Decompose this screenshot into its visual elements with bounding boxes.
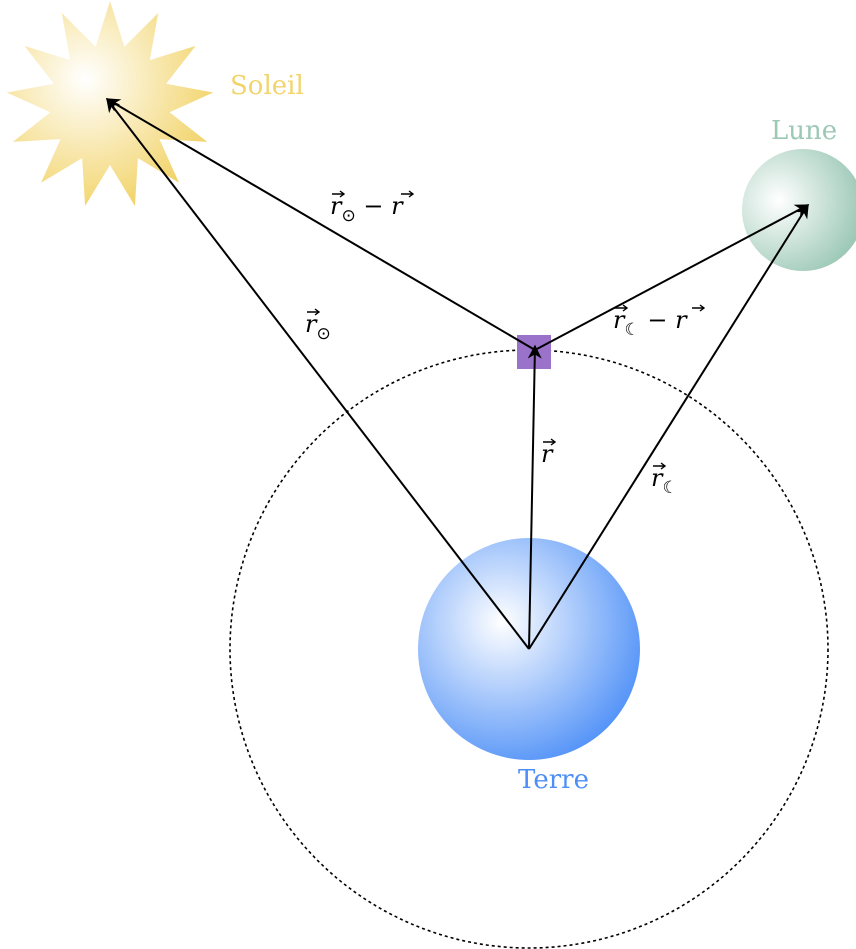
svg-text:r☾: r☾ <box>651 464 678 498</box>
earth-label: Terre <box>518 765 589 795</box>
over-arrow-r-sun <box>307 308 321 316</box>
vector-r-moon-arrow <box>528 203 809 650</box>
vector-over-arrows <box>307 190 706 470</box>
over-arrow-r-moon <box>653 462 667 470</box>
label-r-sun-minus-r: r⊙ − r <box>330 192 404 226</box>
label-r: r <box>541 440 554 468</box>
vector-r-arrow <box>527 344 542 650</box>
vector-r-moon-minus-r-arrow <box>534 204 810 351</box>
vector-r-sun-minus-r-arrow <box>105 98 536 351</box>
over-arrow-r-moon-minus-r-a <box>615 304 629 312</box>
moon-label: Lune <box>771 116 837 146</box>
over-arrow-r <box>543 438 557 446</box>
svg-text:r⊙: r⊙ <box>305 310 331 344</box>
svg-text:r: r <box>541 440 554 468</box>
label-r-sun: r⊙ <box>305 310 331 344</box>
sun-label: Soleil <box>230 71 304 101</box>
orbit-circle <box>229 349 829 949</box>
svg-text:r⊙ − r: r⊙ − r <box>330 192 404 226</box>
label-r-moon: r☾ <box>651 464 678 498</box>
label-r-moon-minus-r: r☾ − r <box>613 306 688 340</box>
over-arrow-r-sun-minus-r-a <box>332 190 346 198</box>
svg-text:r☾ − r: r☾ − r <box>613 306 688 340</box>
vector-r-sun-arrow <box>106 97 530 650</box>
over-arrow-r-sun-minus-r-b <box>401 190 415 198</box>
over-arrow-r-moon-minus-r-b <box>692 304 706 312</box>
